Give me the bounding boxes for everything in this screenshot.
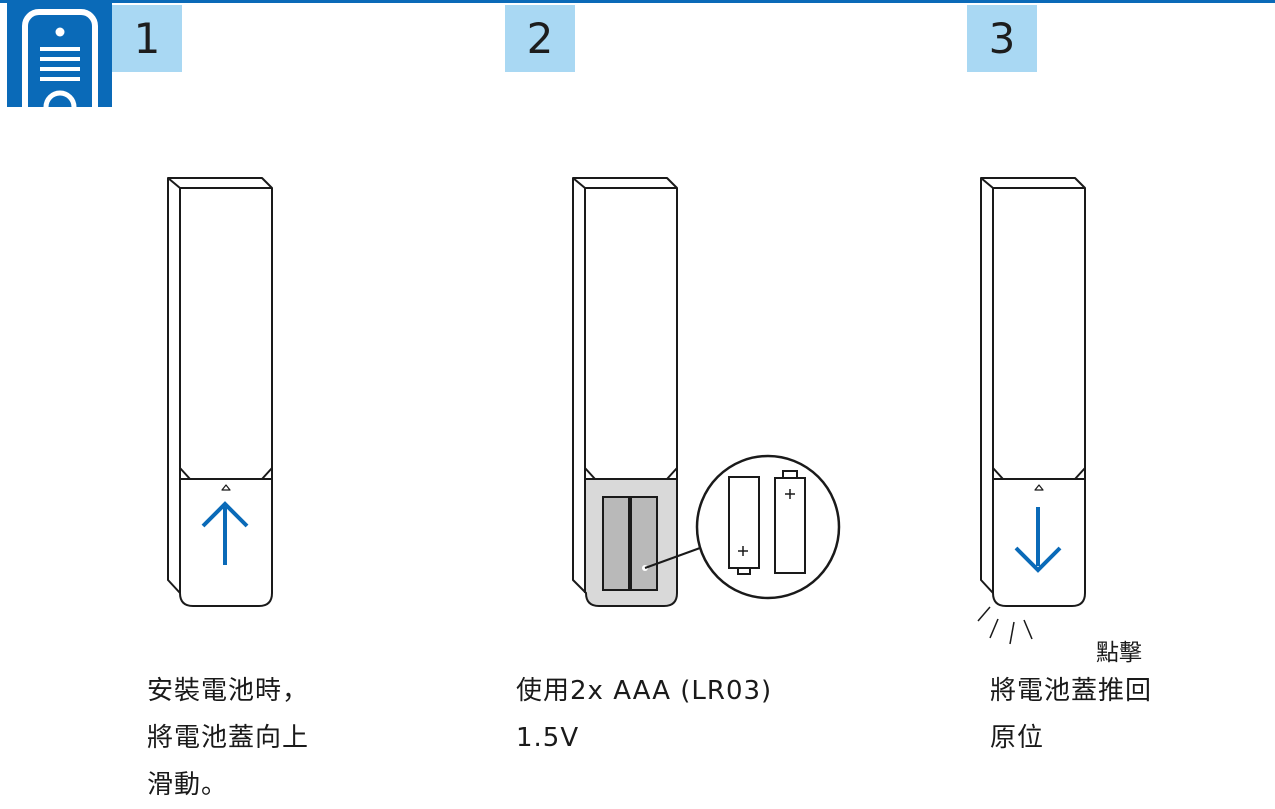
battery-zoom-circle <box>695 454 841 600</box>
header-rule <box>0 0 1275 3</box>
step-2-caption: 使用2x AAA (LR03) 1.5V <box>516 668 772 762</box>
step-1-caption: 安裝電池時， 將電池蓋向上 滑動。 <box>147 668 309 809</box>
click-label: 點擊 <box>1096 640 1142 666</box>
step-3-caption-line: 原位 <box>990 723 1045 753</box>
step-3-caption: 將電池蓋推回 原位 <box>990 668 1152 762</box>
step-1-caption-line: 安裝電池時， <box>147 676 310 706</box>
step-3-badge: 3 <box>967 5 1037 72</box>
step-2-caption-line: 1.5V <box>516 723 580 753</box>
remote-control-icon <box>7 0 112 107</box>
slide-up-arrow-icon <box>201 501 249 565</box>
slide-down-arrow-icon <box>1014 507 1062 573</box>
step-1-caption-line: 將電池蓋向上 <box>147 723 310 753</box>
step-2-badge: 2 <box>505 5 575 72</box>
step-1-badge: 1 <box>112 5 182 72</box>
click-sound-icon <box>977 606 1033 645</box>
step-2-caption-line: 使用2x AAA (LR03) <box>516 676 773 706</box>
battery-compartment <box>602 496 658 591</box>
step-3-caption-line: 將電池蓋推回 <box>990 676 1153 706</box>
step-1-caption-line: 滑動。 <box>147 770 229 800</box>
